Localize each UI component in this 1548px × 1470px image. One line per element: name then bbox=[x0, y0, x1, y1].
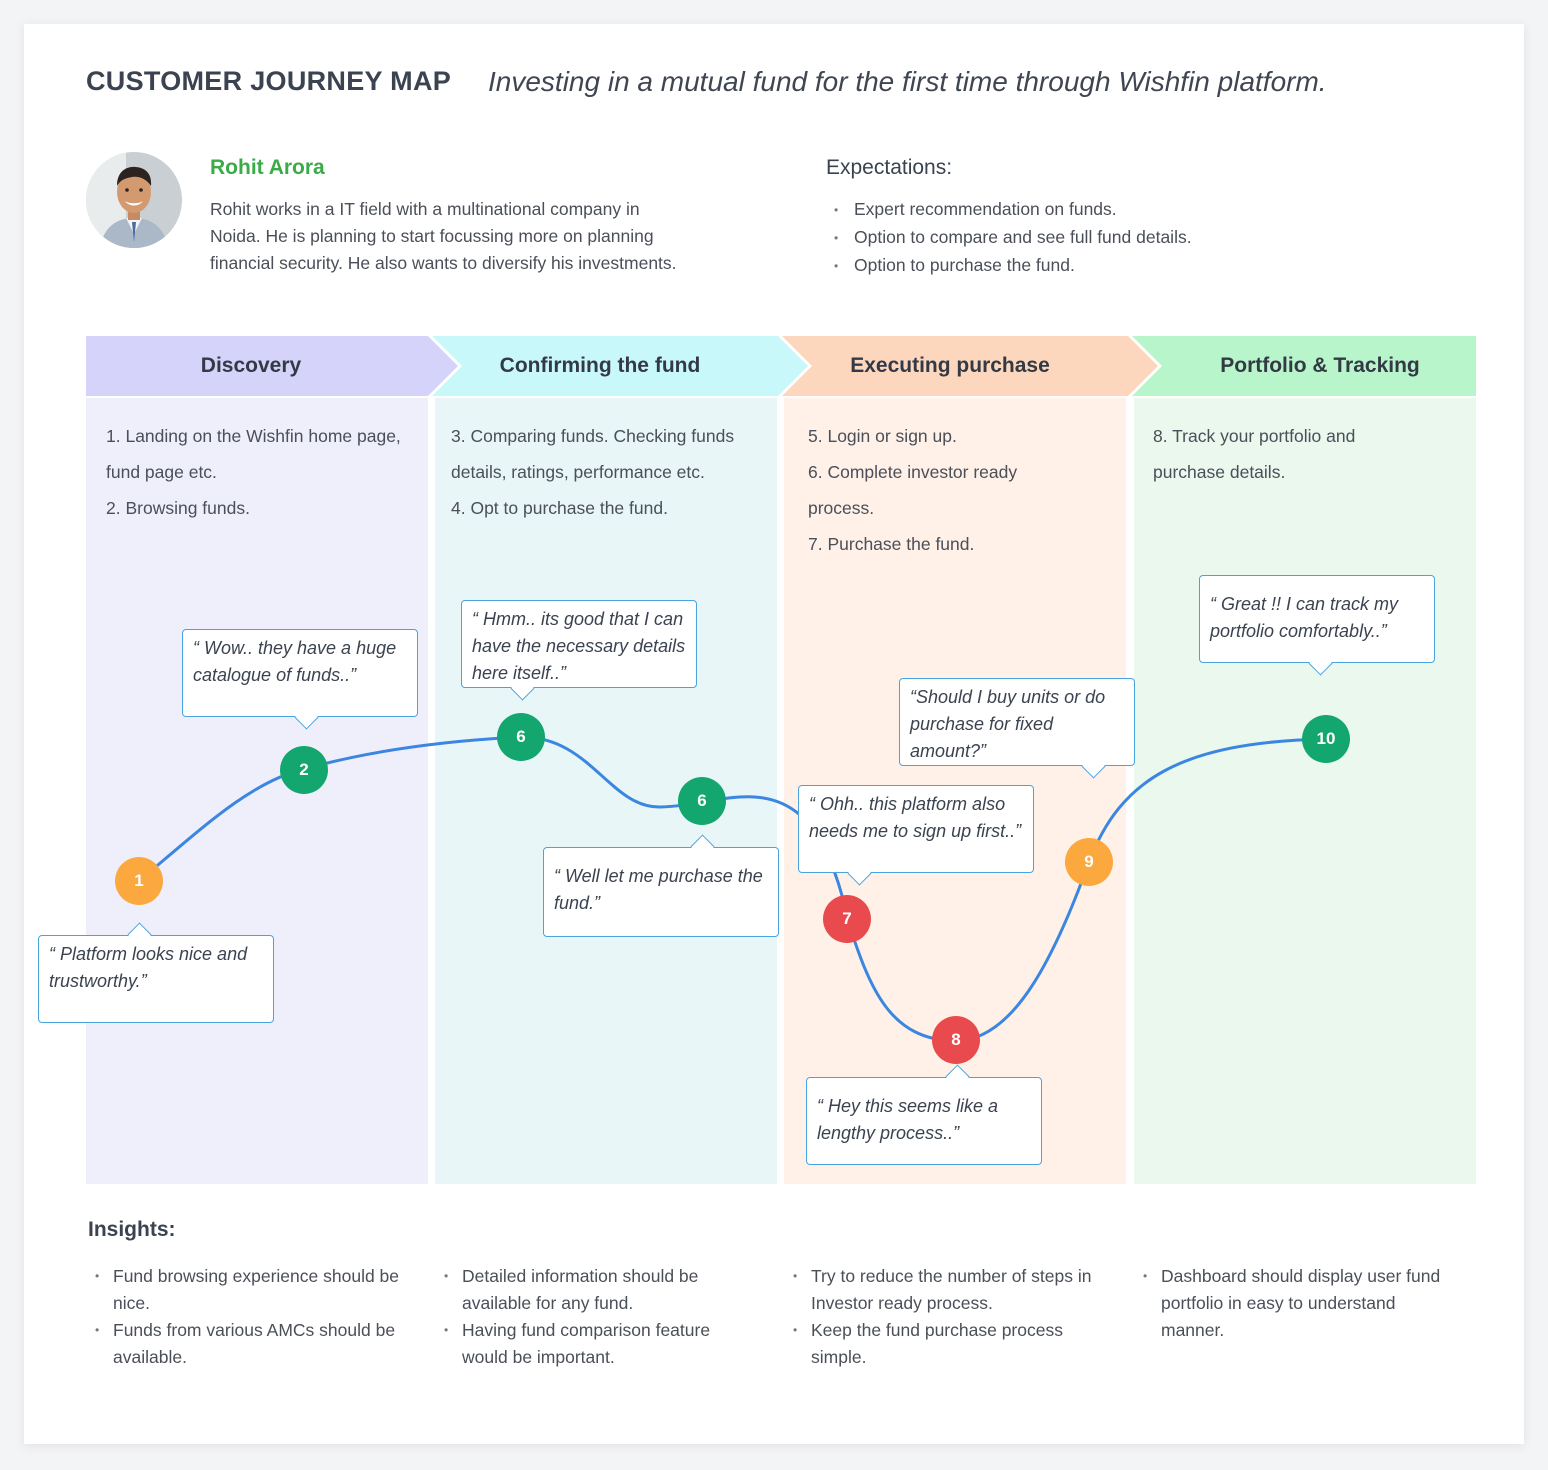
page-title: CUSTOMER JOURNEY MAP bbox=[86, 66, 452, 96]
step-item: 1. Landing on the Wishfin home page, fun… bbox=[106, 426, 401, 482]
insight-item: Detailed information should be available… bbox=[438, 1263, 758, 1317]
quote-bubble-7: “Should I buy units or do purchase for f… bbox=[899, 678, 1135, 779]
quote-bubble-8: “ Great !! I can track my portfolio comf… bbox=[1199, 575, 1435, 676]
insight-item: Funds from various AMCs should be availa… bbox=[89, 1317, 409, 1371]
insight-item: Fund browsing experience should be nice. bbox=[89, 1263, 409, 1317]
quote-text: “ Well let me purchase the fund.” bbox=[554, 866, 763, 913]
quote-bubble-1: “ Platform looks nice and trustworthy.” bbox=[38, 922, 274, 1023]
journey-node-2: 2 bbox=[280, 746, 328, 794]
expectation-item: Expert recommendation on funds. bbox=[834, 196, 1192, 224]
step-item: 2. Browsing funds. bbox=[106, 498, 250, 518]
insights-list-portfolio: Dashboard should display user fund portf… bbox=[1137, 1263, 1447, 1344]
quote-bubble-5: “ Ohh.. this platform also needs me to s… bbox=[798, 785, 1034, 886]
journey-node-1: 1 bbox=[115, 857, 163, 905]
quote-text: “ Hmm.. its good that I can have the nec… bbox=[472, 609, 686, 683]
journey-node-10: 10 bbox=[1302, 715, 1350, 763]
phase-headers bbox=[86, 336, 1476, 396]
phase-label-confirming: Confirming the fund bbox=[499, 354, 701, 377]
journey-node-8: 8 bbox=[932, 1016, 980, 1064]
insight-item: Try to reduce the number of steps in Inv… bbox=[787, 1263, 1097, 1317]
quote-text: “ Great !! I can track my portfolio comf… bbox=[1210, 594, 1399, 641]
insights-title: Insights: bbox=[88, 1218, 176, 1241]
quote-bubble-6: “ Hey this seems like a lengthy process.… bbox=[806, 1064, 1042, 1165]
persona-name: Rohit Arora bbox=[210, 156, 325, 179]
expectations-title: Expectations: bbox=[826, 156, 953, 179]
phase-steps-portfolio: 8. Track your portfolio and purchase det… bbox=[1153, 418, 1413, 490]
phase-header-confirming bbox=[432, 336, 808, 396]
step-item: 5. Login or sign up. bbox=[808, 426, 957, 446]
quote-bubble-3: “ Hmm.. its good that I can have the nec… bbox=[461, 600, 697, 701]
step-item: 8. Track your portfolio and purchase det… bbox=[1153, 426, 1356, 482]
insights-list-confirming: Detailed information should be available… bbox=[438, 1263, 758, 1371]
expectations-list: Expert recommendation on funds. Option t… bbox=[834, 196, 1192, 280]
insight-item: Dashboard should display user fund portf… bbox=[1137, 1263, 1447, 1344]
quote-text: “ Platform looks nice and trustworthy.” bbox=[49, 944, 248, 991]
page-subtitle: Investing in a mutual fund for the first… bbox=[488, 66, 1327, 97]
quote-text: “ Hey this seems like a lengthy process.… bbox=[817, 1096, 999, 1143]
expectation-item: Option to purchase the fund. bbox=[834, 252, 1192, 280]
insights-list-discovery: Fund browsing experience should be nice.… bbox=[89, 1263, 409, 1371]
phase-steps-discovery: 1. Landing on the Wishfin home page, fun… bbox=[106, 418, 411, 526]
journey-node-6b: 6 bbox=[678, 777, 726, 825]
insight-item: Having fund comparison feature would be … bbox=[438, 1317, 758, 1371]
expectation-item: Option to compare and see full fund deta… bbox=[834, 224, 1192, 252]
phase-label-discovery: Discovery bbox=[200, 354, 302, 377]
quote-text: “ Wow.. they have a huge catalogue of fu… bbox=[193, 638, 397, 685]
phase-header-portfolio bbox=[1132, 336, 1476, 396]
step-item: 7. Purchase the fund. bbox=[808, 534, 975, 554]
quote-bubble-2: “ Wow.. they have a huge catalogue of fu… bbox=[182, 629, 418, 730]
step-item: 3. Comparing funds. Checking funds detai… bbox=[451, 426, 735, 482]
journey-node-9: 9 bbox=[1065, 838, 1113, 886]
step-item: 4. Opt to purchase the fund. bbox=[451, 498, 668, 518]
phase-column-discovery bbox=[86, 398, 428, 1184]
step-item: 6. Complete investor ready process. bbox=[808, 462, 1018, 518]
insights-list-executing: Try to reduce the number of steps in Inv… bbox=[787, 1263, 1097, 1371]
persona-description: Rohit works in a IT field with a multina… bbox=[210, 199, 677, 273]
insight-item: Keep the fund purchase process simple. bbox=[787, 1317, 1097, 1371]
quote-text: “Should I buy units or do purchase for f… bbox=[910, 687, 1106, 761]
phase-steps-executing: 5. Login or sign up. 6. Complete investo… bbox=[808, 418, 1078, 562]
phase-header-discovery bbox=[86, 336, 458, 396]
quote-text: “ Ohh.. this platform also needs me to s… bbox=[809, 794, 1022, 841]
journey-node-6a: 6 bbox=[497, 713, 545, 761]
journey-node-7: 7 bbox=[823, 895, 871, 943]
phase-column-portfolio bbox=[1134, 398, 1476, 1184]
phase-steps-confirming: 3. Comparing funds. Checking funds detai… bbox=[451, 418, 741, 526]
quote-bubble-4: “ Well let me purchase the fund.” bbox=[543, 834, 779, 937]
phase-label-portfolio: Portfolio & Tracking bbox=[1220, 354, 1420, 377]
phase-label-executing: Executing purchase bbox=[850, 354, 1050, 377]
phase-header-executing bbox=[782, 336, 1158, 396]
